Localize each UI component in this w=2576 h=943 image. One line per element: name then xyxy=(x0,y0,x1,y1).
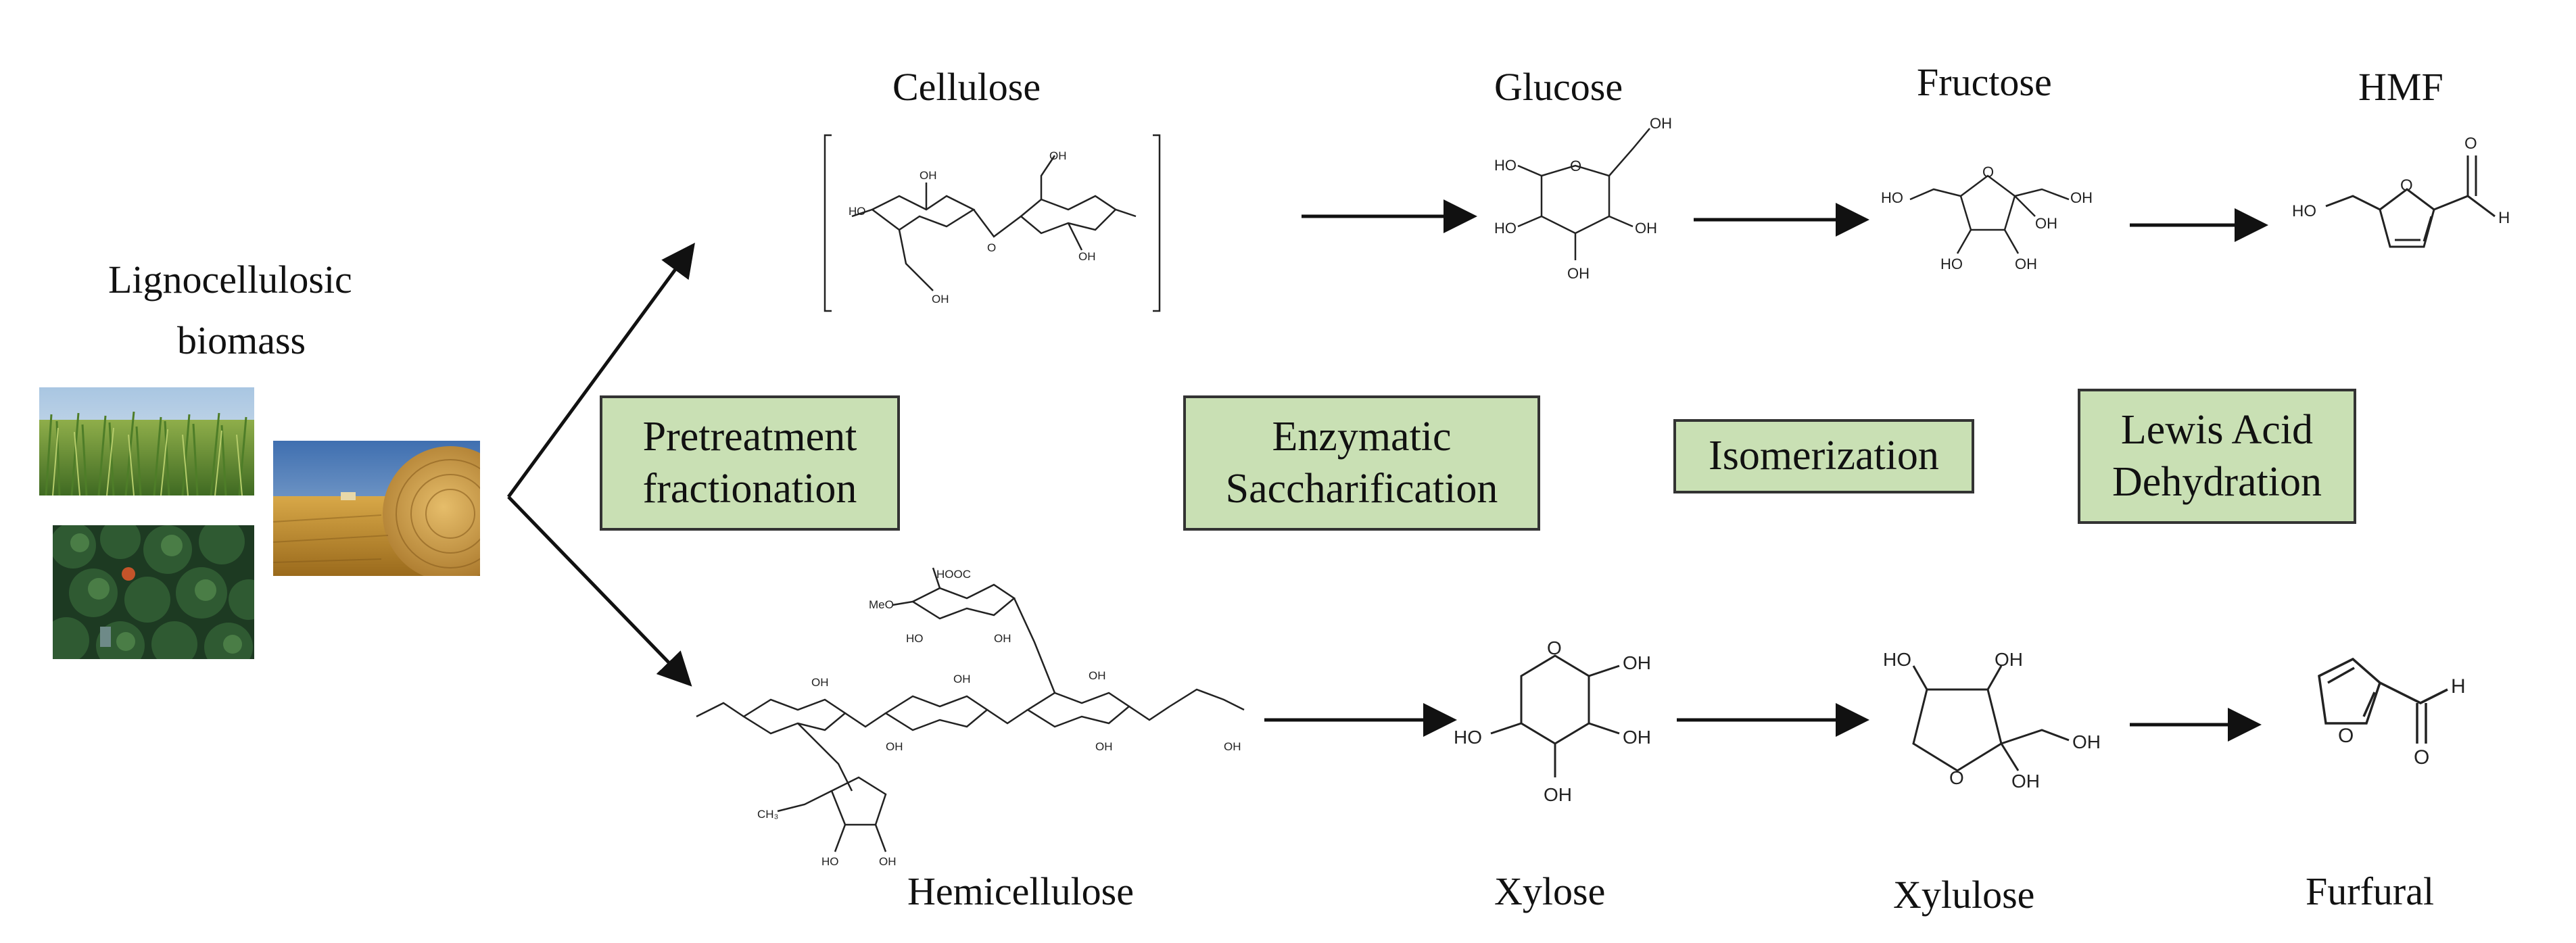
svg-text:OH: OH xyxy=(879,855,897,868)
svg-text:HO: HO xyxy=(1881,189,1903,206)
step-pretreatment-fractionation: Pretreatment fractionation xyxy=(600,395,900,531)
svg-text:O: O xyxy=(1982,164,1994,180)
svg-text:OH: OH xyxy=(1635,220,1657,237)
svg-text:O: O xyxy=(1570,158,1581,174)
svg-text:OH: OH xyxy=(2072,731,2101,752)
svg-text:OH: OH xyxy=(1089,669,1106,682)
step-3-line1: Isomerization xyxy=(1709,433,1939,479)
svg-text:O: O xyxy=(1949,767,1964,788)
svg-text:OH: OH xyxy=(1095,740,1113,753)
step-4-line2: Dehydration xyxy=(2112,459,2322,505)
forest-canopy-photo xyxy=(53,525,254,659)
step-1-line1: Pretreatment xyxy=(642,413,857,460)
hay-bale-photo xyxy=(273,441,480,576)
glucose-structure xyxy=(1517,128,1650,260)
biomass-label-line1: Lignocellulosic xyxy=(108,258,352,301)
hmf-label: HMF xyxy=(2358,65,2443,109)
step-2-line2: Saccharification xyxy=(1225,466,1498,512)
xylulose-structure xyxy=(1912,665,2070,772)
svg-text:HO: HO xyxy=(906,632,924,645)
svg-text:O: O xyxy=(2464,135,2477,153)
svg-text:HO: HO xyxy=(1494,220,1517,237)
cellulose-label: Cellulose xyxy=(892,65,1041,109)
xylulose-label: Xylulose xyxy=(1893,873,2035,917)
svg-text:O: O xyxy=(2414,746,2429,769)
svg-text:HO: HO xyxy=(1940,256,1963,272)
svg-text:CH₃: CH₃ xyxy=(757,808,778,821)
svg-text:OH: OH xyxy=(953,673,971,685)
furfural-structure xyxy=(2318,657,2448,744)
svg-text:H: H xyxy=(2451,675,2466,698)
hemicellulose-label: Hemicellulose xyxy=(907,869,1135,913)
svg-text:OH: OH xyxy=(2011,771,2040,792)
svg-text:HO: HO xyxy=(2292,202,2316,220)
svg-text:OH: OH xyxy=(1049,149,1067,162)
svg-text:OH: OH xyxy=(811,676,829,689)
step-isomerization: Isomerization xyxy=(1673,419,1974,493)
svg-text:OH: OH xyxy=(1567,265,1590,282)
svg-text:O: O xyxy=(1547,637,1562,658)
svg-text:O: O xyxy=(2338,725,2354,747)
svg-text:OH: OH xyxy=(994,632,1011,645)
svg-text:OH: OH xyxy=(2015,256,2037,272)
svg-text:OH: OH xyxy=(932,293,949,306)
svg-text:OH: OH xyxy=(1623,652,1651,673)
svg-text:OH: OH xyxy=(1544,784,1572,805)
split-arrow-up xyxy=(506,242,695,498)
svg-text:HO: HO xyxy=(849,205,866,218)
svg-text:OH: OH xyxy=(2035,215,2057,232)
svg-text:OH: OH xyxy=(1650,115,1672,132)
svg-text:O: O xyxy=(2400,176,2413,195)
svg-text:HO: HO xyxy=(1454,727,1482,748)
svg-text:HOOC: HOOC xyxy=(936,568,971,581)
svg-text:OH: OH xyxy=(920,169,937,182)
svg-text:OH: OH xyxy=(2070,189,2093,206)
svg-text:OH: OH xyxy=(1623,727,1651,748)
svg-text:H: H xyxy=(2498,209,2510,227)
hmf-structure xyxy=(2325,155,2496,248)
xylose-label: Xylose xyxy=(1494,869,1606,913)
fructose-structure xyxy=(1909,174,2070,254)
step-4-line1: Lewis Acid xyxy=(2120,406,2314,453)
svg-text:HO: HO xyxy=(1883,649,1911,670)
svg-text:O: O xyxy=(987,241,996,254)
fructose-label: Fructose xyxy=(1917,60,2052,104)
svg-text:OH: OH xyxy=(886,740,903,753)
furfural-label: Furfural xyxy=(2306,869,2435,913)
split-arrow-down xyxy=(507,495,692,687)
grass-field-photo xyxy=(39,387,254,495)
hemicellulose-structure xyxy=(696,567,1245,852)
glucose-label: Glucose xyxy=(1494,65,1623,109)
cellulose-structure xyxy=(824,134,1161,312)
svg-text:HO: HO xyxy=(1494,157,1517,174)
svg-text:OH: OH xyxy=(1078,250,1096,263)
svg-text:MeO: MeO xyxy=(869,598,894,611)
svg-text:OH: OH xyxy=(1995,649,2023,670)
step-2-line1: Enzymatic xyxy=(1272,413,1452,460)
step-1-line2: fractionation xyxy=(642,466,857,512)
svg-text:OH: OH xyxy=(1224,740,1241,753)
biomass-label-line2: biomass xyxy=(177,318,306,362)
xylose-structure xyxy=(1490,654,1620,777)
svg-text:HO: HO xyxy=(821,855,839,868)
